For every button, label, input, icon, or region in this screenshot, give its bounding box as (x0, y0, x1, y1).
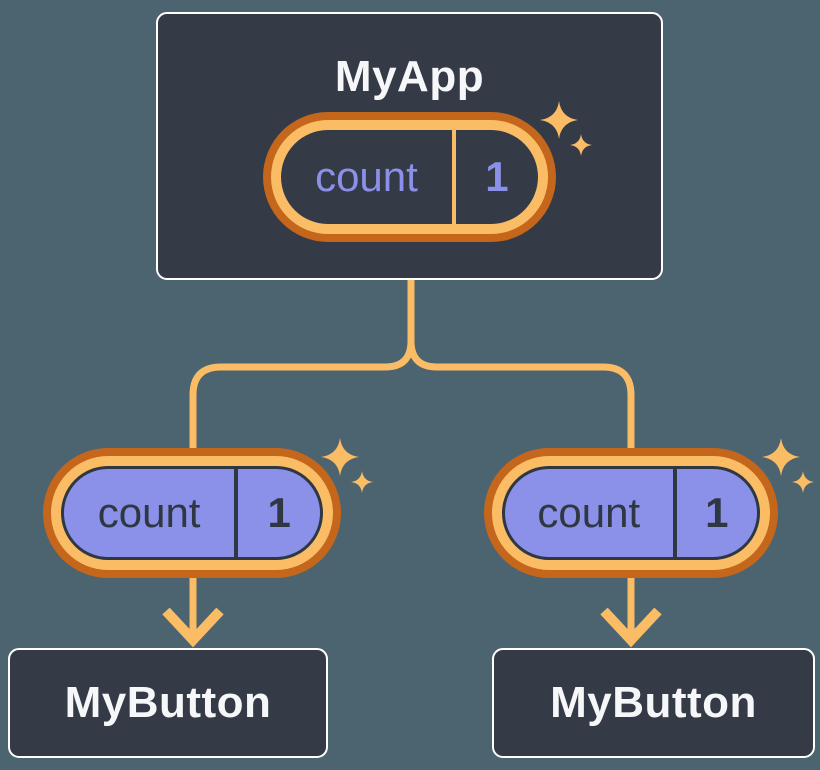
left-child-component-card: MyButton (8, 648, 328, 758)
right-state-pill: count 1 (484, 448, 778, 578)
right-child-component-card: MyButton (492, 648, 815, 758)
root-state-pill: count 1 (263, 112, 556, 242)
pill-body: count 1 (61, 466, 323, 560)
state-label: count (97, 489, 201, 536)
state-label: count (537, 489, 641, 536)
pill-inner-ring: count 1 (492, 456, 770, 570)
child-component-title: MyButton (550, 678, 757, 727)
arrow-left-head (162, 607, 224, 648)
pill-inner-ring: count 1 (51, 456, 333, 570)
pill-inner-ring: count 1 (271, 120, 548, 234)
root-component-title: MyApp (334, 52, 485, 101)
branch-right-line (407, 280, 635, 452)
pill-body: count 1 (502, 466, 760, 560)
left-state-pill: count 1 (43, 448, 341, 578)
state-value: 1 (451, 130, 538, 224)
child-component-title: MyButton (64, 678, 272, 727)
pill-body: count 1 (281, 130, 538, 224)
arrow-right-head (600, 607, 662, 648)
state-value: 1 (234, 469, 320, 557)
state-label: count (315, 153, 418, 200)
state-value: 1 (672, 469, 757, 557)
branch-left-line (189, 280, 415, 452)
